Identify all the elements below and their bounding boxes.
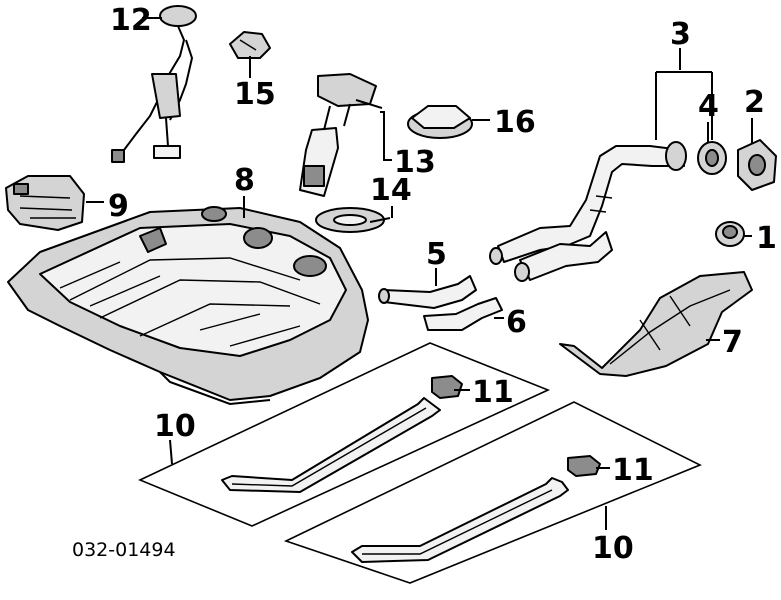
callout-8: 8 <box>234 163 255 198</box>
filler-pipe-guard <box>559 271 753 377</box>
callout-labels: 12 15 8 9 13 14 16 3 4 2 1 5 6 7 11 10 1… <box>108 3 777 566</box>
fuel-gauge-sending-unit <box>111 5 197 163</box>
callout-15: 15 <box>234 77 276 112</box>
fuel-filler-pipe <box>489 141 687 282</box>
fuel-pump-assembly <box>299 73 377 197</box>
canister-assembly <box>5 175 85 231</box>
callout-13: 13 <box>394 145 436 180</box>
fuel-tank <box>7 206 369 406</box>
fuel-pump-cover <box>407 105 473 139</box>
callout-4: 4 <box>698 89 719 124</box>
callout-6: 6 <box>506 305 527 340</box>
fuel-cap <box>715 221 745 247</box>
strap-bracket-left <box>431 375 463 399</box>
diagram-code: 032-01494 <box>72 539 176 561</box>
leader-lines <box>86 17 753 530</box>
fuel-pump-seal-ring <box>315 207 385 233</box>
callout-5: 5 <box>426 237 447 272</box>
tank-strap-right <box>351 477 569 563</box>
breather-hose-5 <box>378 275 477 309</box>
callout-14: 14 <box>370 173 412 208</box>
callout-1: 1 <box>756 221 777 256</box>
callout-9: 9 <box>108 189 129 224</box>
filler-housing <box>737 139 777 191</box>
callout-2: 2 <box>744 85 765 120</box>
callout-16: 16 <box>494 105 536 140</box>
strap-bracket-right <box>567 455 601 477</box>
callout-10-right: 10 <box>592 531 634 566</box>
callout-12: 12 <box>110 3 152 38</box>
callout-7: 7 <box>722 325 743 360</box>
callout-10-left: 10 <box>154 409 196 444</box>
callout-11-upper: 11 <box>472 375 514 410</box>
filler-neck-seal <box>697 141 727 175</box>
callout-3: 3 <box>670 17 691 52</box>
strap-frame-right <box>283 401 702 584</box>
filler-hose-6 <box>423 297 503 331</box>
gauge-bracket <box>229 31 271 59</box>
callout-11-lower: 11 <box>612 453 654 488</box>
tank-strap-left <box>221 397 441 493</box>
